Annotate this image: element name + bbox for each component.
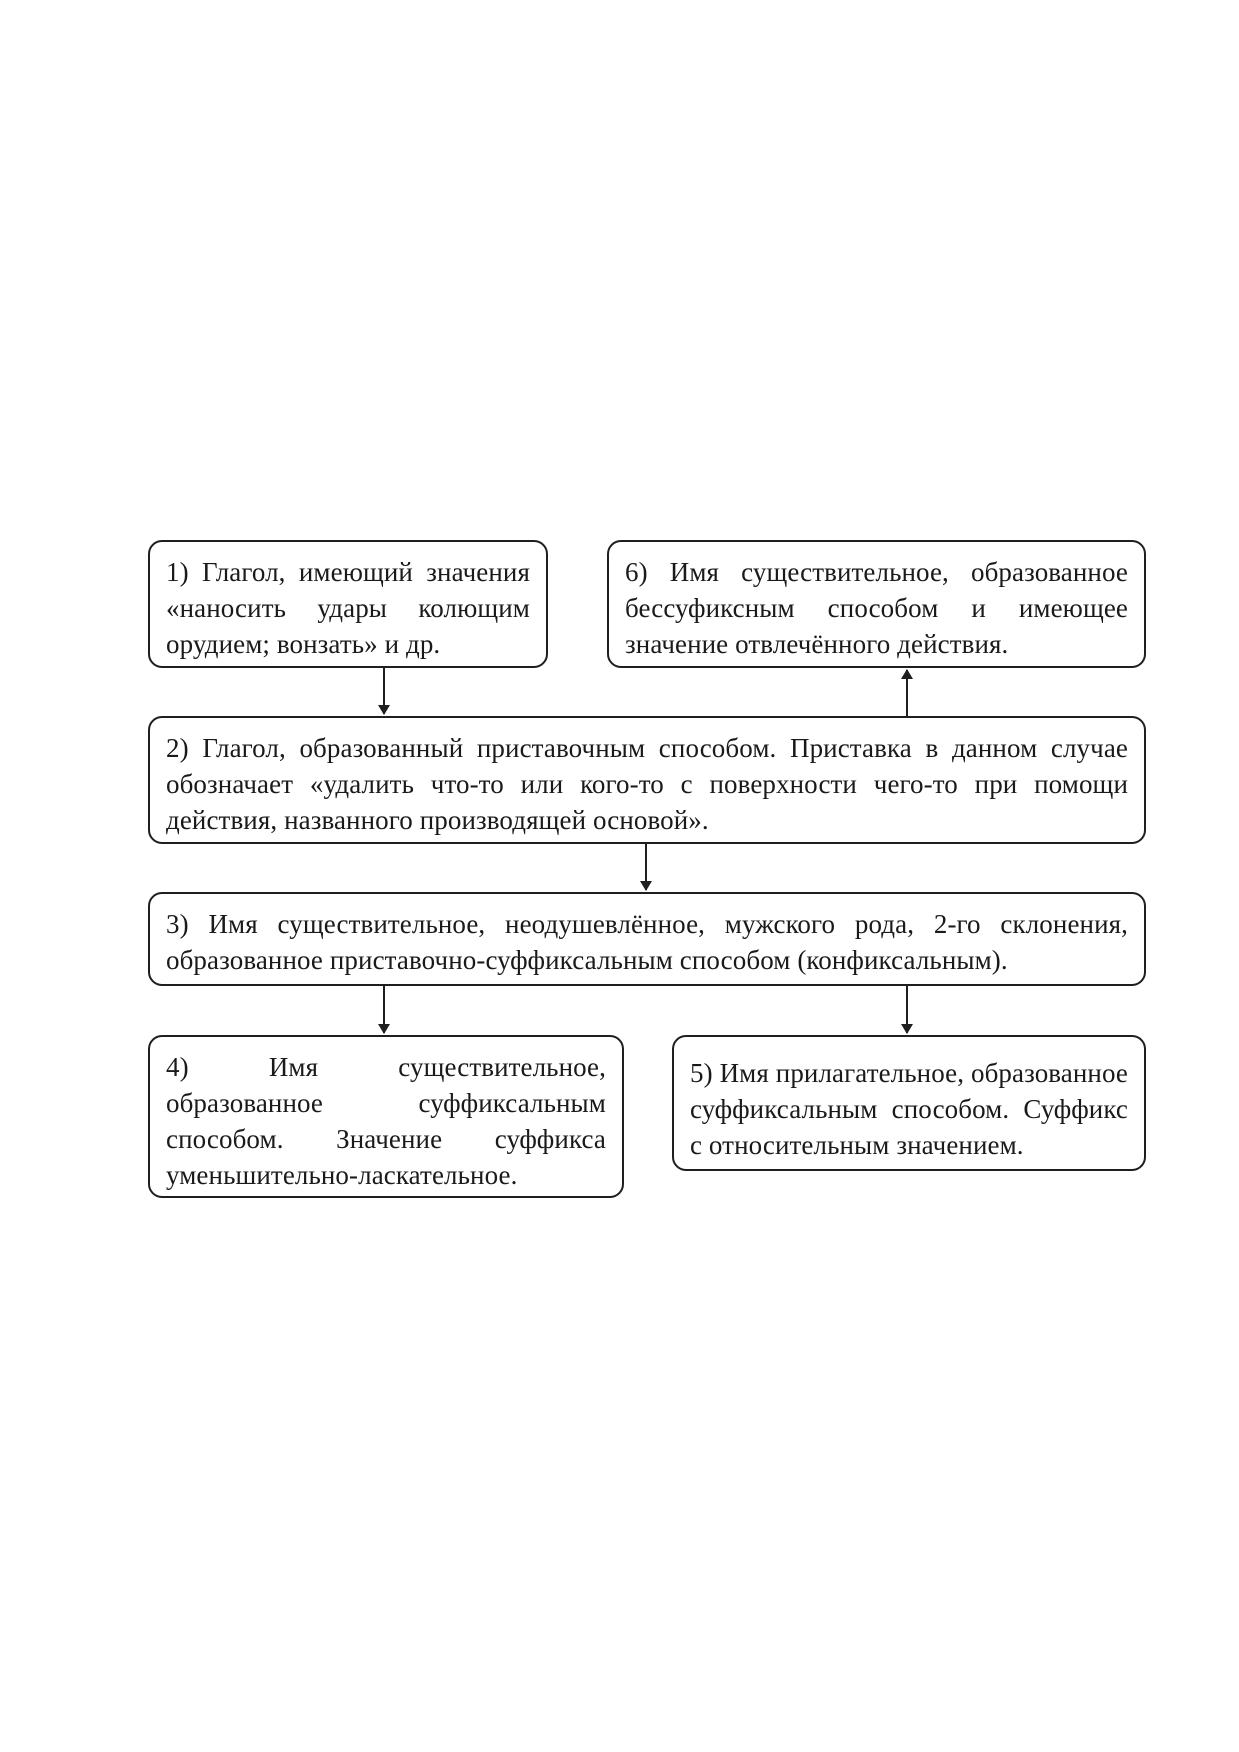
- node-5: 5) Имя прилагательное, образованное суфф…: [672, 1035, 1146, 1171]
- node-4: 4) Имя существительное, образованное суф…: [148, 1035, 624, 1198]
- node-2: 2) Глагол, образованный приставочным спо…: [148, 716, 1146, 844]
- node-3: 3) Имя существительное, неодушевлённое, …: [148, 892, 1146, 986]
- node-6: 6) Имя существительное, образованное бес…: [607, 540, 1146, 668]
- node-1: 1) Глагол, имеющий значения «наносить уд…: [148, 540, 548, 668]
